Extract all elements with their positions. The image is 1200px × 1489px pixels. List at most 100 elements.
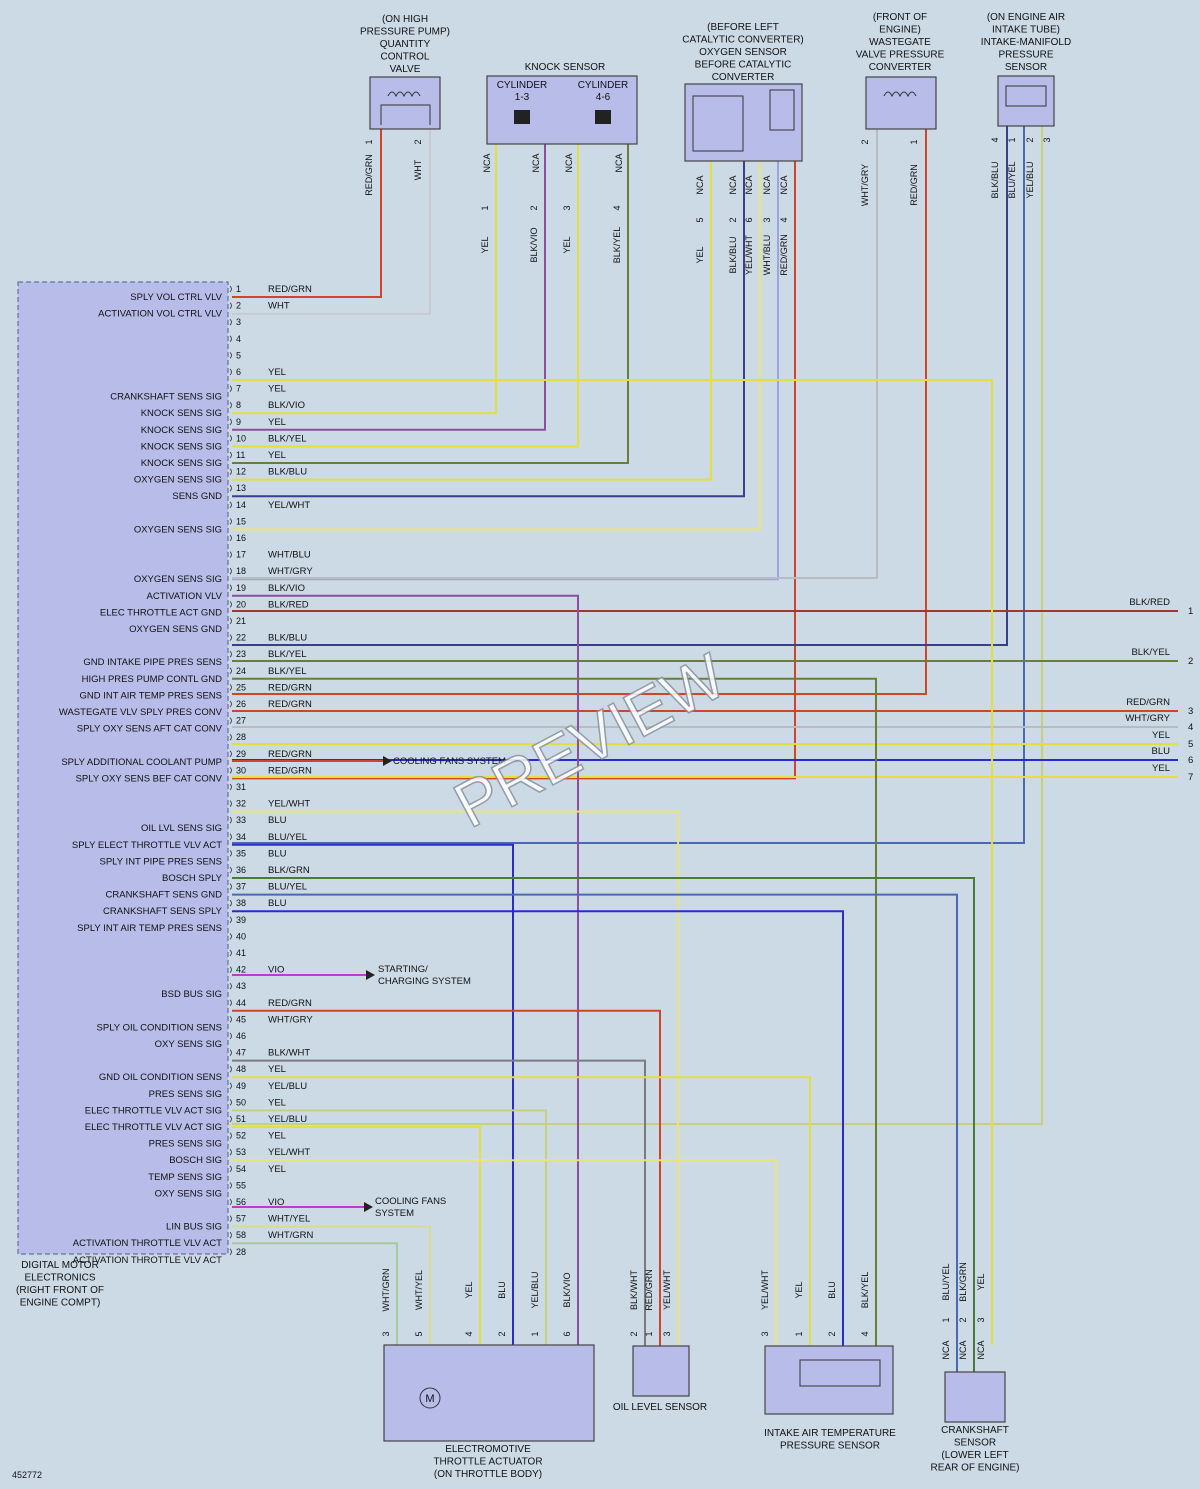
component-pin-number: 3 (760, 1331, 770, 1336)
wire-oil-level-3 (232, 810, 679, 1346)
pin-number: 13 (236, 483, 246, 493)
pin-terminal (229, 999, 232, 1007)
wire-manifold-1 (232, 126, 1025, 844)
pin-signal-label: CRANKSHAFT SENS SPLY (103, 906, 223, 917)
pin-number: 47 (236, 1048, 246, 1058)
pin-wire-label: YEL/BLU (268, 1081, 307, 1092)
pin-wire-label: BLU (268, 848, 287, 859)
motor-symbol (419, 1387, 441, 1409)
hp-pump-caption: QUANTITY (380, 39, 431, 50)
pin-signal-label: OIL LVL SENS SIG (141, 823, 222, 834)
wire-crank-1 (232, 893, 958, 1372)
wire-color-label: YEL (794, 1281, 804, 1298)
pin-number: 29 (236, 749, 246, 759)
nca-label: NCA (976, 1340, 986, 1359)
pin-number: 17 (236, 550, 246, 560)
knock-element-b (595, 110, 611, 124)
pin-number: 34 (236, 832, 246, 842)
wastegate-caption: WASTEGATE (869, 37, 931, 48)
pin-signal-label: KNOCK SENS SIG (141, 441, 222, 452)
pin-terminal (229, 567, 232, 575)
component-pin-number: 1 (941, 1317, 951, 1322)
hp-pump-valve (369, 76, 441, 130)
manifold-sensor-caption: SENSOR (1005, 62, 1047, 73)
diagram-id: 452772 (12, 1470, 42, 1480)
starting-reference: CHARGING SYSTEM (378, 976, 471, 987)
component-pin-number: 1 (530, 1331, 540, 1336)
pin-signal-label: ACTIVATION VLV (147, 591, 223, 602)
pin-wire-label: RED/GRN (268, 682, 312, 693)
wire-iat-3 (232, 1159, 777, 1346)
pin-wire-label: RED/GRN (268, 998, 312, 1009)
coil-symbol (387, 91, 421, 98)
module-caption: (RIGHT FRONT OF (16, 1285, 104, 1296)
pin-wire-label: YEL (268, 367, 286, 378)
manifold-pressure-sensor (997, 75, 1055, 127)
throttle-caption: (ON THROTTLE BODY) (434, 1469, 542, 1480)
component-pin-number: 1 (794, 1331, 804, 1336)
pin-wire-label: BLK/VIO (268, 583, 305, 594)
pin-terminal (229, 1115, 232, 1123)
crankshaft-sensor (944, 1371, 1006, 1423)
coil-symbol (883, 91, 917, 98)
module-caption: ELECTRONICS (24, 1273, 95, 1284)
pin-terminal (229, 833, 232, 841)
component-pin-number: 5 (695, 217, 705, 222)
pin-terminal (229, 700, 232, 708)
wire-o2-5 (232, 161, 796, 780)
component-pin-number: 3 (381, 1331, 391, 1336)
knock-cylinder-a-label: CYLINDER (497, 80, 548, 91)
exit-number: 5 (1188, 739, 1193, 750)
pin-wire-label: BLK/WHT (268, 1048, 310, 1059)
pin-number: 9 (236, 417, 241, 427)
pin-wire-label: BLK/VIO (268, 400, 305, 411)
wire-color-label: YEL (464, 1281, 474, 1298)
pin-signal-label: ACTIVATION THROTTLE VLV ACT (73, 1238, 222, 1249)
pin-wire-label: RED/GRN (268, 284, 312, 295)
pin-signal-label: GND INT AIR TEMP PRES SENS (79, 690, 222, 701)
throttle-caption: ELECTROMOTIVE (445, 1444, 531, 1455)
pin-number: 23 (236, 649, 246, 659)
component-pin-number: 3 (662, 1331, 672, 1336)
pin-wire-label: BLU (268, 815, 287, 826)
hp-pump-caption: CONTROL (381, 52, 430, 63)
pin-wire-label: RED/GRN (268, 765, 312, 776)
component-pin-number: 2 (413, 139, 423, 144)
pin-wire-label: VIO (268, 965, 284, 976)
nca-label: NCA (762, 175, 772, 194)
pin-signal-label: KNOCK SENS SIG (141, 458, 222, 469)
pin-number: 50 (236, 1097, 246, 1107)
pin-wire-label: YEL/WHT (268, 500, 310, 511)
pin-terminal (229, 1215, 232, 1222)
wire-color-label: BLU/YEL (1007, 161, 1017, 198)
pin-number: 52 (236, 1131, 246, 1141)
pin-terminal (229, 302, 232, 309)
component-pin-number: 2 (958, 1317, 968, 1322)
wire-color-label: BLK/BLU (728, 236, 738, 273)
component-pin-number: 4 (464, 1331, 474, 1336)
wire-iat-4 (232, 677, 877, 1346)
pin-wire-label: BLK/BLU (268, 633, 307, 644)
exit-wire-label: BLU (1152, 746, 1171, 757)
pin-number: 20 (236, 599, 246, 609)
pin-number: 26 (236, 699, 246, 709)
pin-terminal (229, 335, 232, 343)
exit-wire-label: WHT/GRY (1125, 713, 1170, 724)
pin-signal-label: OXY SENS SIG (155, 1039, 222, 1050)
pin-terminal (229, 866, 232, 874)
pin-wire-label: YEL (268, 1131, 286, 1142)
pin-terminal (229, 949, 232, 957)
pin-terminal (229, 899, 232, 907)
pin-signal-label: ACTIVATION THROTTLE VLV ACT (73, 1255, 222, 1266)
pin-terminal (229, 318, 232, 326)
pin-signal-label: SPLY INT PIPE PRES SENS (100, 856, 223, 867)
pin-number: 1 (236, 284, 241, 294)
pin-number: 18 (236, 566, 246, 576)
wire-color-label: BLK/VIO (562, 1272, 572, 1307)
pin-wire-label: WHT/YEL (268, 1214, 310, 1225)
component-pin-number: 2 (629, 1331, 639, 1336)
pin-wire-label: YEL (268, 417, 286, 428)
pin-wire-label: WHT/GRY (268, 566, 313, 577)
pin-terminal (229, 1065, 232, 1073)
